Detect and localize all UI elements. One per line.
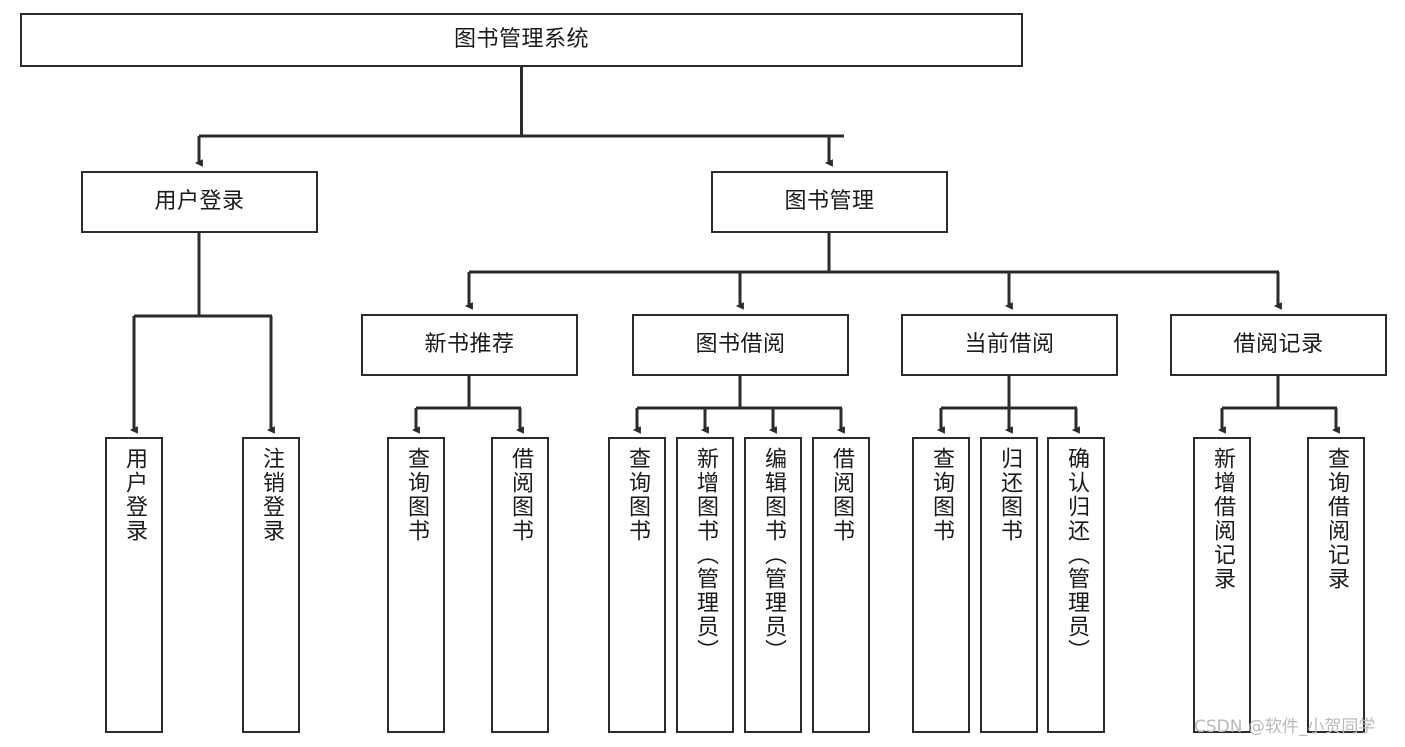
node-label: 确认归还（管理员） [1064, 447, 1089, 663]
leaf-user-login-login[interactable]: 用户登录 [105, 437, 163, 733]
node-label: 用户登录 [122, 447, 147, 543]
node-label: 注销登录 [259, 447, 284, 543]
node-label: 归还图书 [997, 447, 1022, 543]
leaf-user-login-logout[interactable]: 注销登录 [242, 437, 300, 733]
node-book-borrow[interactable]: 图书借阅 [632, 314, 849, 376]
leaf-book-borrow-borrow[interactable]: 借阅图书 [812, 437, 870, 733]
leaf-book-borrow-query[interactable]: 查询图书 [608, 437, 666, 733]
node-label: 图书管理 [784, 188, 875, 214]
node-label: 图书借阅 [695, 331, 786, 357]
leaf-current-borrow-confirm[interactable]: 确认归还（管理员） [1047, 437, 1105, 733]
node-label: 查询图书 [625, 447, 650, 543]
node-label: 新增借阅记录 [1210, 447, 1235, 591]
node-label: 查询借阅记录 [1324, 447, 1349, 591]
leaf-new-book-borrow[interactable]: 借阅图书 [491, 437, 549, 733]
leaf-borrow-record-query[interactable]: 查询借阅记录 [1307, 437, 1365, 733]
node-label: 新书推荐 [424, 331, 515, 357]
node-label: 图书管理系统 [453, 26, 589, 52]
node-label: 当前借阅 [964, 331, 1055, 357]
node-label: 借阅图书 [829, 447, 854, 543]
node-label: 借阅记录 [1233, 331, 1324, 357]
leaf-current-borrow-return[interactable]: 归还图书 [980, 437, 1038, 733]
node-book-management[interactable]: 图书管理 [711, 171, 948, 233]
node-label: 查询图书 [929, 447, 954, 543]
node-root-system[interactable]: 图书管理系统 [20, 13, 1023, 67]
node-label: 用户登录 [154, 188, 245, 214]
leaf-borrow-record-add[interactable]: 新增借阅记录 [1193, 437, 1251, 733]
node-user-login[interactable]: 用户登录 [81, 171, 318, 233]
leaf-new-book-query[interactable]: 查询图书 [387, 437, 445, 733]
node-new-book-recommend[interactable]: 新书推荐 [361, 314, 578, 376]
leaf-current-borrow-query[interactable]: 查询图书 [912, 437, 970, 733]
leaf-book-borrow-edit[interactable]: 编辑图书（管理员） [744, 437, 802, 733]
node-label: 查询图书 [404, 447, 429, 543]
node-label: 借阅图书 [508, 447, 533, 543]
node-borrow-record[interactable]: 借阅记录 [1170, 314, 1387, 376]
node-current-borrow[interactable]: 当前借阅 [901, 314, 1118, 376]
leaf-book-borrow-add[interactable]: 新增图书（管理员） [676, 437, 734, 733]
node-label: 新增图书（管理员） [693, 447, 718, 663]
node-label: 编辑图书（管理员） [761, 447, 786, 663]
